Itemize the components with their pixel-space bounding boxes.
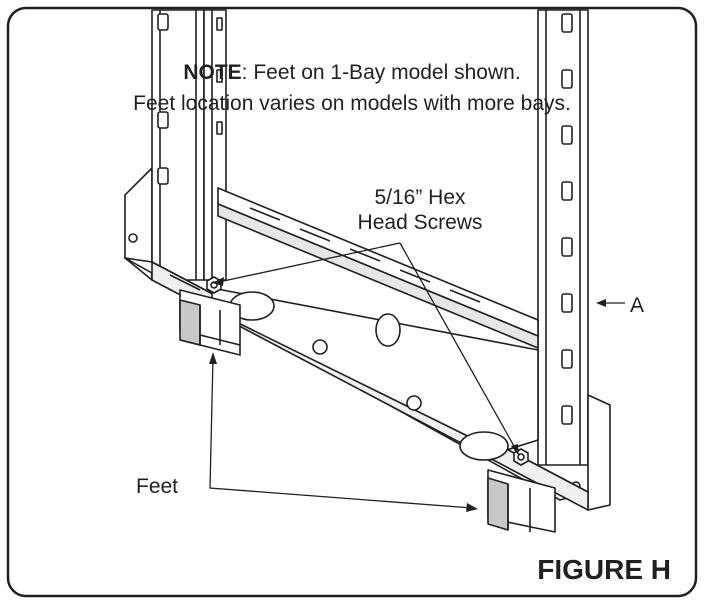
arrow-feet-right bbox=[466, 503, 478, 512]
leader-feet bbox=[209, 357, 473, 509]
left-upright-rear bbox=[203, 9, 227, 281]
leader-screw-right bbox=[399, 242, 520, 456]
arrow-a bbox=[596, 299, 606, 307]
callout-feet: Feet bbox=[136, 475, 179, 498]
note-text: NOTE: Feet on 1-Bay model shown. Feet lo… bbox=[0, 57, 704, 119]
arrow-screw-left bbox=[212, 277, 224, 286]
callout-hex-head-screws: 5/16” Hex Head Screws bbox=[330, 185, 510, 235]
foot-right bbox=[487, 469, 556, 533]
left-gusset-hole bbox=[128, 233, 138, 243]
note-line-1-text: : Feet on 1-Bay model shown. bbox=[241, 61, 521, 84]
callout-screws-line-2: Head Screws bbox=[357, 211, 483, 234]
figure-label: FIGURE H bbox=[537, 554, 671, 585]
right-upright-slots bbox=[561, 13, 573, 425]
base-plate-washer-2 bbox=[406, 395, 422, 411]
leader-arrowheads bbox=[209, 277, 606, 512]
rack-frame-drawing bbox=[124, 9, 611, 533]
leader-screw-left bbox=[213, 242, 401, 284]
base-plate-washer-1 bbox=[312, 339, 328, 355]
note-keyword: NOTE bbox=[183, 61, 242, 84]
rear-rail-slots bbox=[249, 207, 481, 303]
callout-frame-label-a: A bbox=[630, 294, 645, 317]
arrow-feet-top bbox=[209, 352, 217, 364]
base-plate-hole-right bbox=[459, 431, 509, 461]
note-line-2: Feet location varies on models with more… bbox=[133, 92, 571, 115]
hex-screw-left bbox=[206, 276, 222, 294]
leader-lines bbox=[209, 242, 625, 509]
right-gusset bbox=[587, 394, 611, 511]
foot-left bbox=[179, 289, 241, 356]
callout-screws-line-1: 5/16” Hex bbox=[374, 186, 466, 209]
hex-screw-right bbox=[513, 448, 529, 466]
note-line-1: NOTE: Feet on 1-Bay model shown. bbox=[0, 57, 704, 88]
base-plate-hole-center bbox=[375, 313, 401, 347]
left-upright-slots bbox=[157, 13, 223, 185]
arrow-screw-right bbox=[511, 444, 519, 456]
